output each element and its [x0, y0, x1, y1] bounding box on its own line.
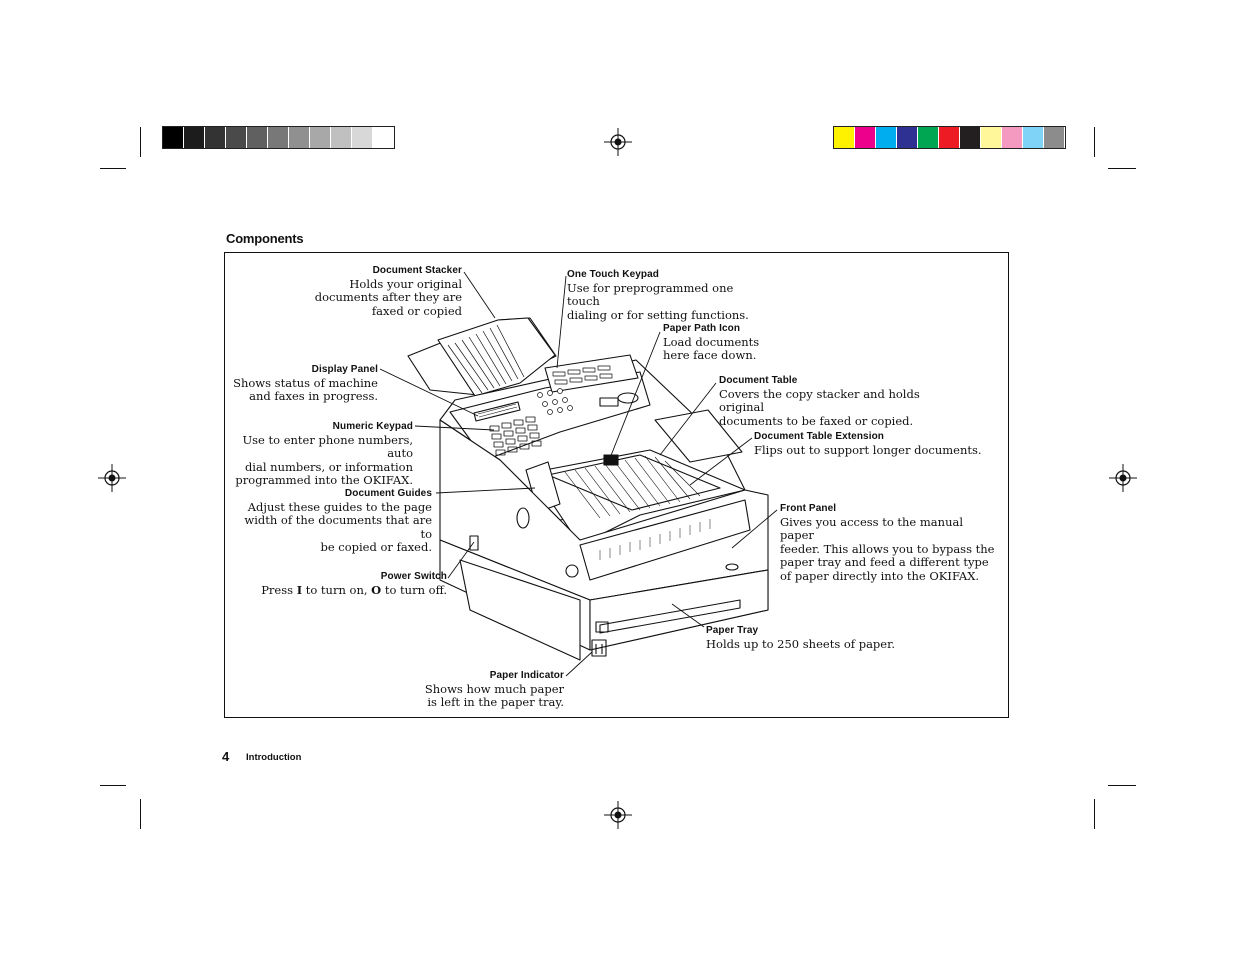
crop-mark	[140, 799, 141, 829]
registration-mark-icon	[98, 464, 126, 492]
callout-document-table: Document Table Covers the copy stacker a…	[719, 374, 959, 428]
registration-mark-icon	[604, 128, 632, 156]
callout-description: Shows how much paper is left in the pape…	[424, 681, 564, 709]
callout-title: Document Guides	[344, 488, 432, 499]
power-on-key-label: I	[296, 582, 303, 597]
crop-mark	[1108, 168, 1136, 169]
callout-paper-path-icon: Paper Path Icon Load documents here face…	[663, 322, 783, 363]
callout-paper-indicator: Paper Indicator Shows how much paper is …	[400, 669, 564, 710]
color-swatch	[331, 127, 352, 148]
callout-document-table-extension: Document Table Extension Flips out to su…	[754, 430, 984, 457]
color-swatch	[855, 127, 876, 148]
callout-title: Paper Path Icon	[663, 323, 741, 334]
callout-title: Power Switch	[380, 571, 447, 582]
crop-mark	[1108, 785, 1136, 786]
color-swatch	[226, 127, 247, 148]
callout-front-panel: Front Panel Gives you access to the manu…	[780, 502, 995, 583]
color-swatch	[373, 127, 394, 148]
crop-mark	[140, 127, 141, 157]
callout-description: Load documents here face down.	[663, 334, 760, 362]
callout-description: Shows status of machine and faxes in pro…	[233, 375, 378, 403]
color-swatch	[289, 127, 310, 148]
callout-description: Covers the copy stacker and holds origin…	[719, 386, 920, 428]
color-swatch	[981, 127, 1002, 148]
callout-title: Numeric Keypad	[332, 421, 413, 432]
components-figure-frame	[224, 252, 1009, 718]
callout-description: Use to enter phone numbers, auto dial nu…	[235, 432, 413, 487]
callout-title: Document Table Extension	[754, 431, 885, 442]
color-swatch	[163, 127, 184, 148]
callout-description: Adjust these guides to the page width of…	[244, 499, 432, 554]
callout-description: Use for preprogrammed one touch dialing …	[567, 280, 749, 322]
color-swatch	[205, 127, 226, 148]
grayscale-calibration-bar	[162, 126, 395, 149]
color-calibration-bar	[833, 126, 1066, 149]
color-swatch	[268, 127, 289, 148]
callout-title: Display Panel	[311, 364, 378, 375]
callout-title: Paper Indicator	[489, 670, 564, 681]
callout-title: Paper Tray	[706, 625, 759, 636]
section-title: Components	[226, 231, 304, 246]
callout-description: Press I to turn on, O to turn off.	[261, 582, 447, 597]
registration-mark-icon	[604, 801, 632, 829]
registration-mark-icon	[1109, 464, 1137, 492]
callout-document-stacker: Document Stacker Holds your original doc…	[300, 264, 462, 318]
callout-title: One Touch Keypad	[567, 269, 659, 280]
callout-title: Document Stacker	[372, 265, 462, 276]
color-swatch	[918, 127, 939, 148]
callout-description: Holds up to 250 sheets of paper.	[706, 636, 895, 651]
crop-mark	[1094, 799, 1095, 829]
color-swatch	[960, 127, 981, 148]
page-number: 4	[222, 749, 230, 764]
callout-display-panel: Display Panel Shows status of machine an…	[220, 363, 378, 404]
callout-numeric-keypad: Numeric Keypad Use to enter phone number…	[226, 420, 413, 488]
crop-mark	[100, 785, 126, 786]
color-swatch	[939, 127, 960, 148]
callout-power-switch: Power Switch Press I to turn on, O to tu…	[250, 570, 447, 597]
color-swatch	[1023, 127, 1044, 148]
callout-title: Document Table	[719, 375, 798, 386]
crop-mark	[100, 168, 126, 169]
crop-mark	[1094, 127, 1095, 157]
color-swatch	[1044, 127, 1065, 148]
footer-section-name: Introduction	[246, 752, 302, 763]
color-swatch	[897, 127, 918, 148]
color-swatch	[876, 127, 897, 148]
color-swatch	[834, 127, 855, 148]
color-swatch	[310, 127, 331, 148]
color-swatch	[1002, 127, 1023, 148]
color-swatch	[184, 127, 205, 148]
color-swatch	[352, 127, 373, 148]
color-swatch	[247, 127, 268, 148]
callout-document-guides: Document Guides Adjust these guides to t…	[230, 487, 432, 555]
callout-description: Gives you access to the manual paper fee…	[780, 514, 995, 583]
callout-paper-tray: Paper Tray Holds up to 250 sheets of pap…	[706, 624, 906, 651]
callout-description: Flips out to support longer documents.	[754, 442, 982, 457]
callout-title: Front Panel	[780, 503, 837, 514]
power-off-key-label: O	[371, 582, 382, 597]
callout-description: Holds your original documents after they…	[314, 276, 462, 318]
callout-one-touch-keypad: One Touch Keypad Use for preprogrammed o…	[567, 268, 767, 322]
